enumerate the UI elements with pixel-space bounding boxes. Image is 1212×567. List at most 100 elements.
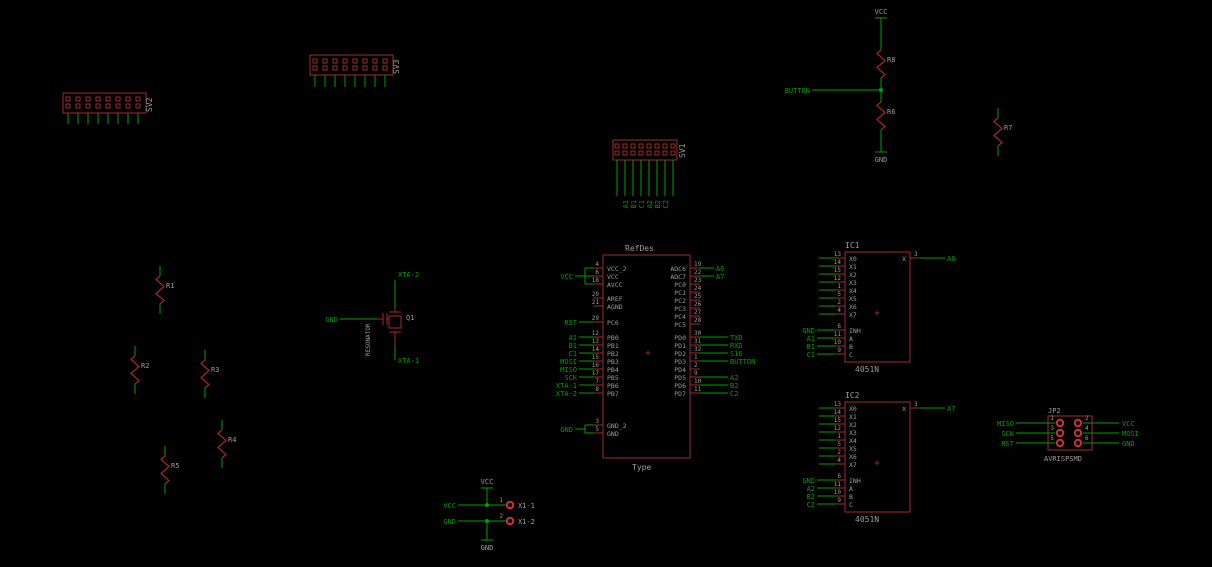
resistor-r3[interactable]: R3 xyxy=(200,350,219,398)
header-pin xyxy=(352,65,358,71)
header-pin xyxy=(382,58,388,64)
resistor-name: R6 xyxy=(887,108,895,116)
header-pin xyxy=(630,150,636,156)
supply-gnd: GND xyxy=(481,539,494,552)
header-pin xyxy=(332,65,338,71)
pad[interactable] xyxy=(505,516,515,526)
net-label: A6 xyxy=(947,255,955,263)
resistor-r8[interactable]: R8 xyxy=(876,40,895,88)
resistor-r5[interactable]: R5 xyxy=(160,446,179,494)
pin-number: 23 xyxy=(694,277,702,284)
header-pin xyxy=(312,65,318,71)
pin-name: PC2 xyxy=(674,297,686,305)
header-pin xyxy=(646,143,652,149)
jp2-pin-4: 4 xyxy=(1085,425,1089,432)
header-pin xyxy=(65,96,71,102)
pin-name: PD1 xyxy=(674,342,686,350)
jp2-pin-6: 6 xyxy=(1085,435,1089,442)
ic-value: 4051N xyxy=(855,365,879,374)
header-sv3[interactable]: SV3 xyxy=(309,54,401,87)
pin-number: 14 xyxy=(834,259,842,266)
ic-ic1[interactable]: IC14051N+13X014X115X212X31X45X52X64X76IN… xyxy=(802,241,955,374)
net-label: A6 xyxy=(716,265,724,273)
header-pin xyxy=(332,58,338,64)
pin-name: PB1 xyxy=(607,342,619,350)
header-pin xyxy=(622,150,628,156)
pin-number: 8 xyxy=(595,386,599,393)
header-pin xyxy=(614,150,620,156)
header-pin xyxy=(382,65,388,71)
net-sck-jp2: SCK xyxy=(1001,430,1014,438)
resistor-r6[interactable]: R6 xyxy=(876,92,895,140)
pin-name: X5 xyxy=(849,445,857,453)
pin-name: B xyxy=(849,343,853,351)
header-pin xyxy=(312,58,318,64)
pin-name: X1 xyxy=(849,413,857,421)
ic-ic2[interactable]: IC24051N+13X014X115X212X31X45X52X64X76IN… xyxy=(802,391,955,524)
net-gnd-mainic: GND xyxy=(560,426,573,434)
supply-vcc: VCC xyxy=(875,8,887,19)
net-vcc-x1: VCC xyxy=(443,502,456,510)
resistor-r4[interactable]: R4 xyxy=(217,420,236,468)
pin-name: PD3 xyxy=(674,358,686,366)
pad[interactable] xyxy=(1055,438,1065,448)
resistor-r7[interactable]: R7 xyxy=(993,108,1012,156)
pad[interactable] xyxy=(1073,418,1083,428)
net-label: GND xyxy=(802,477,815,485)
header-pin xyxy=(125,96,131,102)
header-pin xyxy=(614,143,620,149)
net-label: B1 xyxy=(630,200,638,208)
net-label: A7 xyxy=(716,273,724,281)
header-pin xyxy=(95,96,101,102)
supply-label: GND xyxy=(481,544,494,552)
net-label: C2 xyxy=(730,390,738,398)
pin-number: 9 xyxy=(837,347,841,354)
ic-ref: IC2 xyxy=(845,391,860,400)
header-pin xyxy=(322,65,328,71)
resistor-name: R2 xyxy=(141,362,149,370)
net-label: C2 xyxy=(662,200,670,208)
header-pin xyxy=(654,143,660,149)
resistor-r1[interactable]: R1 xyxy=(155,266,174,314)
net-label: A7 xyxy=(947,405,955,413)
pad[interactable] xyxy=(1073,438,1083,448)
pin-name: PB6 xyxy=(607,382,619,390)
net-label: SCK xyxy=(564,374,577,382)
pin-name: X1 xyxy=(849,263,857,271)
pad[interactable] xyxy=(505,500,515,510)
component-outline[interactable] xyxy=(1047,415,1093,451)
pin-number: 11 xyxy=(834,331,842,338)
pin-name: X xyxy=(902,405,906,413)
component-outline[interactable] xyxy=(388,315,402,329)
pad[interactable] xyxy=(1073,428,1083,438)
pin-number: 5 xyxy=(837,291,841,298)
pad[interactable] xyxy=(1055,428,1065,438)
net-label: C1 xyxy=(807,351,815,359)
header-pin xyxy=(662,150,668,156)
pin-number: 21 xyxy=(592,299,600,306)
header-pin xyxy=(342,58,348,64)
supply-gnd: GND xyxy=(875,151,887,164)
header-pin xyxy=(638,150,644,156)
pin-number: 18 xyxy=(592,277,600,284)
ic-main[interactable]: RefDesType+4VCC_26VCC18AVCC20AREF21AGND2… xyxy=(556,244,755,472)
header-sv2[interactable]: SV2 xyxy=(62,92,154,124)
pin-number: 31 xyxy=(694,338,702,345)
resistor-r2[interactable]: R2 xyxy=(130,346,149,394)
net-label: TXD xyxy=(730,334,743,342)
header-pin xyxy=(638,143,644,149)
net-label: XTA-1 xyxy=(556,382,577,390)
pin-number: 3 xyxy=(914,251,918,258)
pin-number: 15 xyxy=(834,267,842,274)
pin-name: PC6 xyxy=(607,319,619,327)
header-pin xyxy=(654,150,660,156)
net-vcc-mainic: VCC xyxy=(560,273,573,281)
net-label: A1 xyxy=(807,335,815,343)
ic-ref: IC1 xyxy=(845,241,860,250)
pin-name: AVCC xyxy=(607,281,623,289)
pin-number: 11 xyxy=(834,481,842,488)
pad[interactable] xyxy=(1055,418,1065,428)
pin-number: 27 xyxy=(694,309,702,316)
